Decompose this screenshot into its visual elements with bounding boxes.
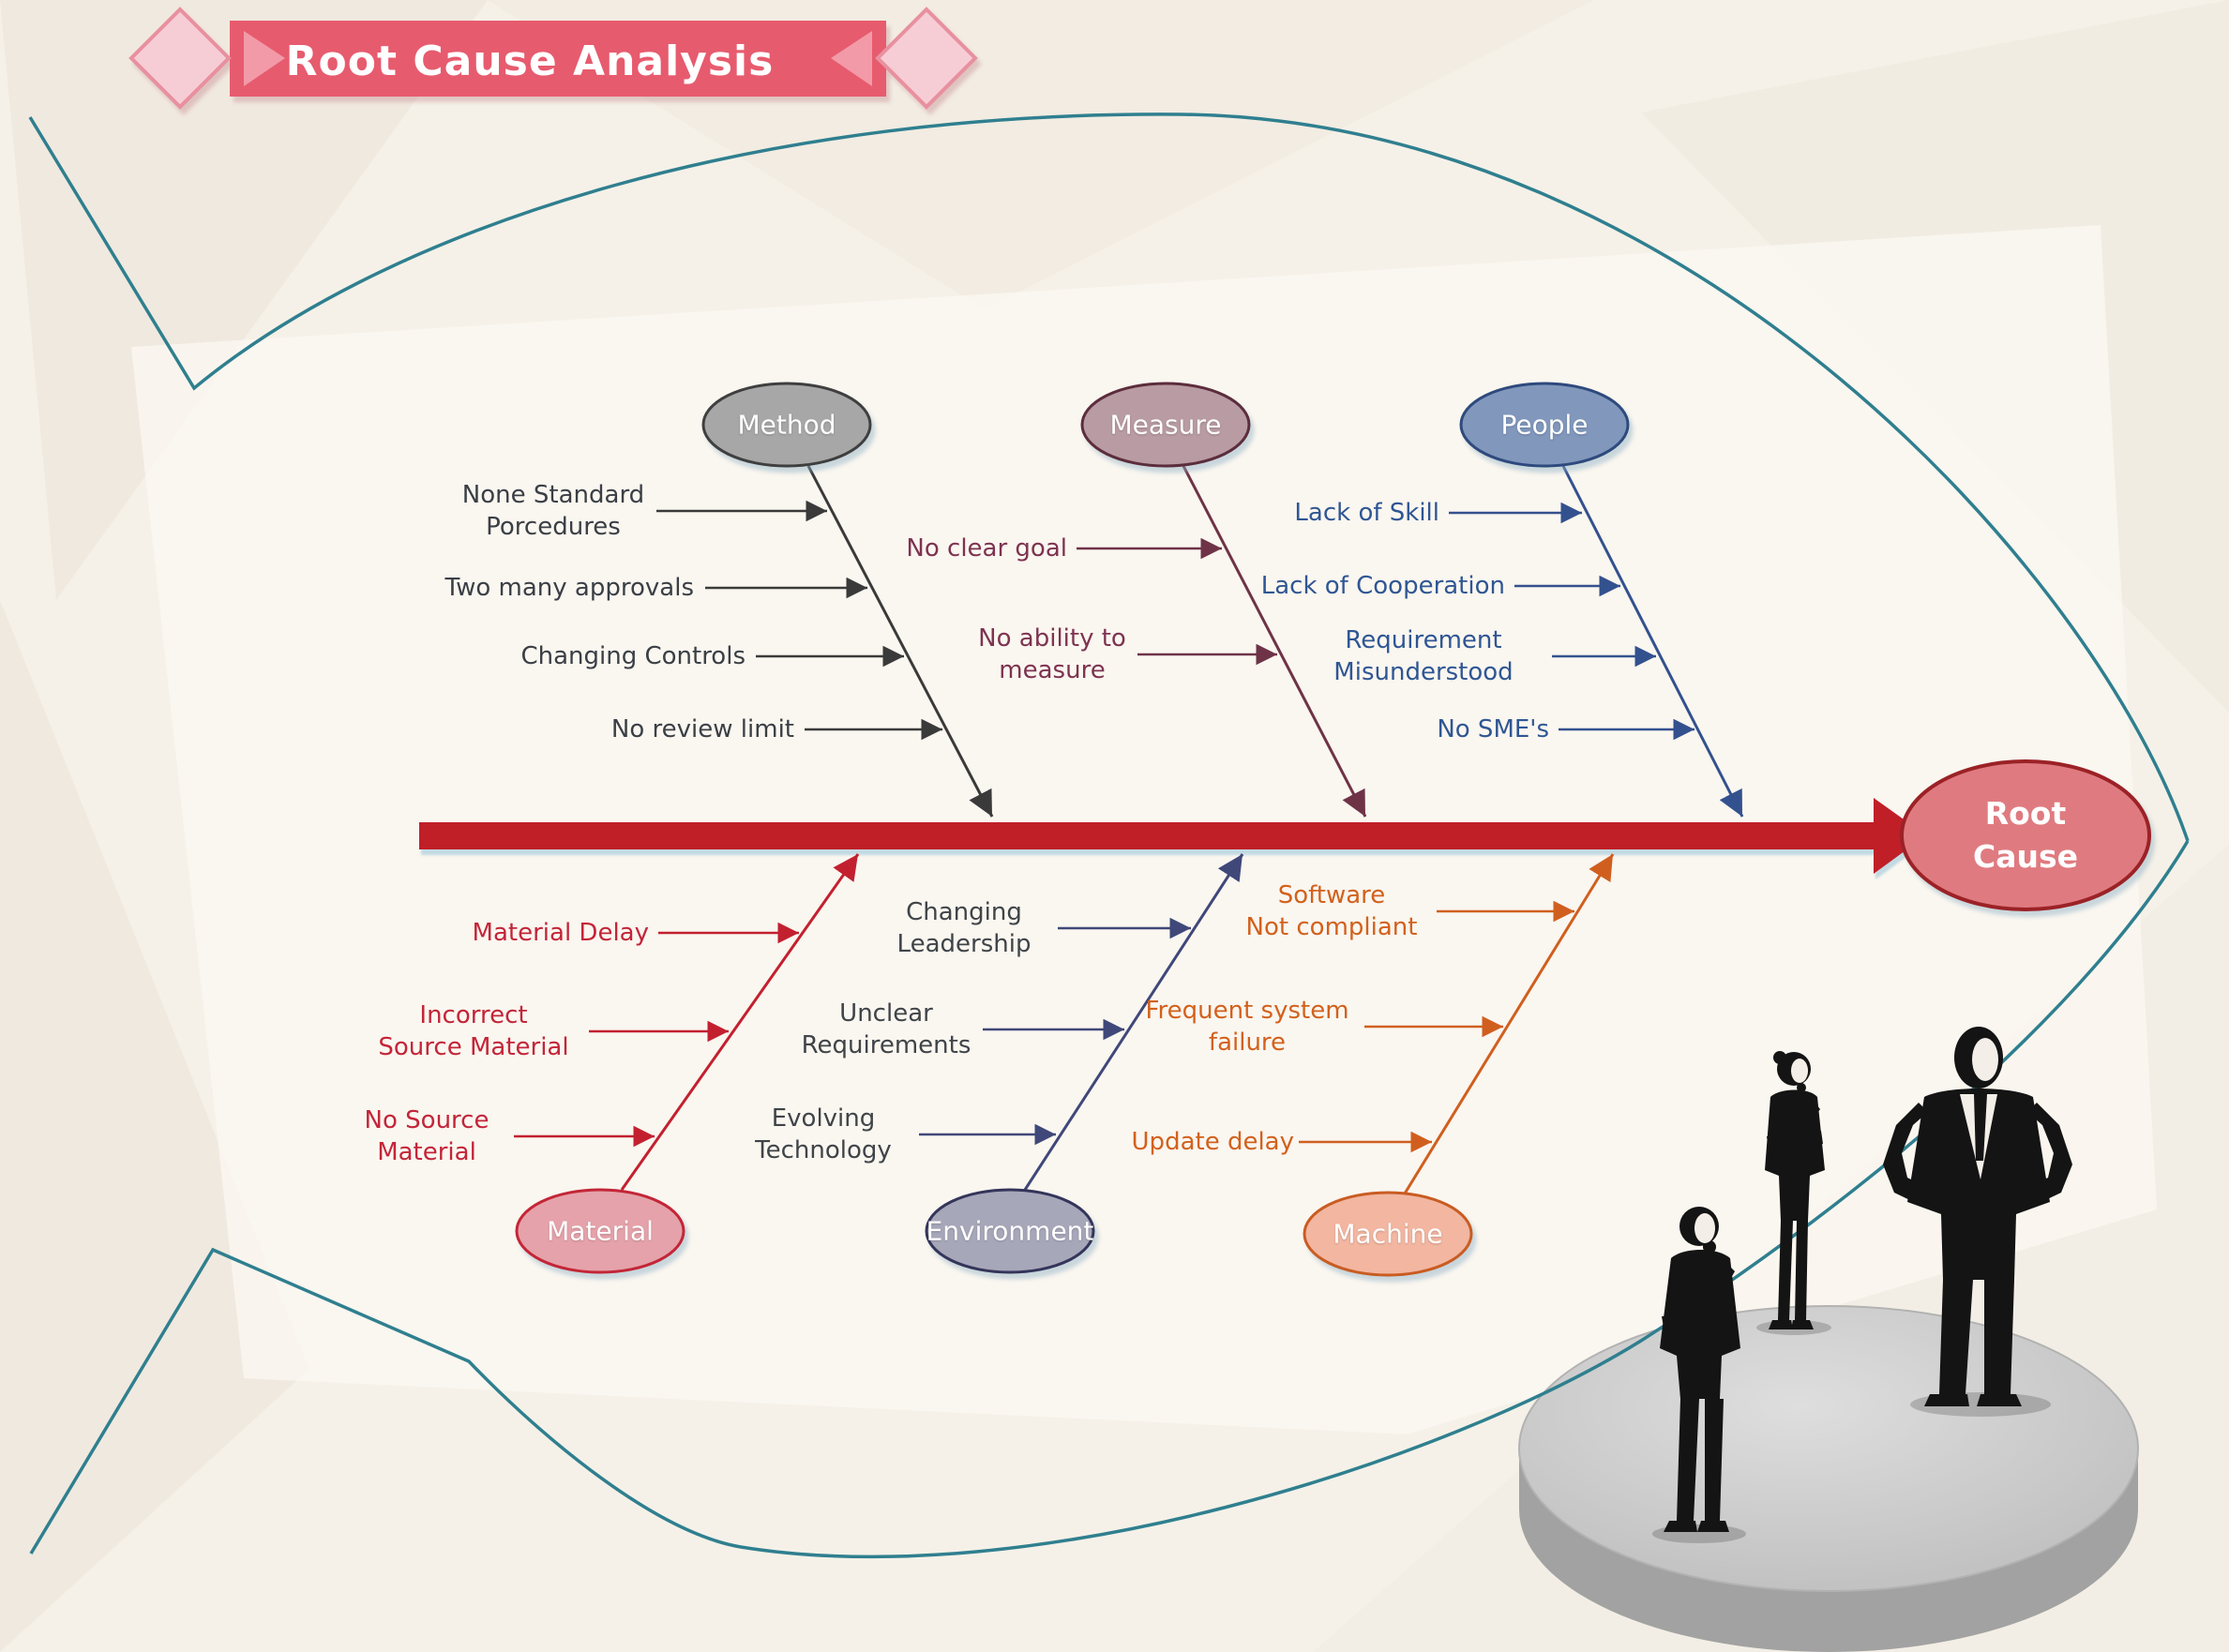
diamond-icon <box>128 7 232 110</box>
cause-label: No ability to measure <box>978 624 1126 684</box>
category-label-method: Method <box>737 409 836 441</box>
effect-ellipse-root-cause <box>1900 759 2151 911</box>
cause-label: No clear goal <box>906 534 1067 563</box>
title-banner <box>128 7 978 110</box>
category-ellipse-people <box>1459 382 1630 468</box>
banner-fold-left <box>244 31 285 86</box>
spine-arrow <box>419 798 1926 874</box>
cause-label: Changing Controls <box>520 642 746 670</box>
cause-label: Two many approvals <box>444 574 694 602</box>
cause-label: Software Not compliant <box>1245 881 1418 941</box>
cause-label: No SME's <box>1437 715 1549 743</box>
page-title: Root Cause Analysis <box>285 38 775 85</box>
banner-ribbon <box>230 21 886 97</box>
cause-label: None Standard Porcedures <box>461 481 645 541</box>
category-ellipse-machine <box>1303 1191 1473 1277</box>
effect-label-line: Cause <box>1972 838 2079 875</box>
branch-line-environment <box>1023 853 1244 1191</box>
branch-line-material <box>620 853 860 1191</box>
cause-label: Changing Leadership <box>896 898 1032 958</box>
business-people-illustration <box>1652 1027 2072 1543</box>
cause-label: Evolving Technology <box>755 1104 892 1164</box>
category-ellipse-environment <box>925 1188 1095 1274</box>
cause-label: Update delay <box>1131 1128 1294 1156</box>
spine <box>419 798 1926 874</box>
cause-label: No review limit <box>610 715 794 743</box>
cause-label: Lack of Skill <box>1294 499 1439 527</box>
cause-label: Incorrect Source Material <box>378 1001 569 1061</box>
category-ellipse-method <box>701 382 872 468</box>
category-label-material: Material <box>547 1215 654 1247</box>
cause-label: Lack of Cooperation <box>1260 572 1505 600</box>
figure-face <box>1972 1038 1998 1081</box>
cause-label: Requirement Misunderstood <box>1333 626 1514 686</box>
effect-label-root-cause: Root Cause <box>1973 792 2078 879</box>
branch-line-machine <box>1403 853 1615 1194</box>
category-ellipses <box>515 382 2151 1277</box>
cause-label: Unclear Requirements <box>801 999 971 1059</box>
category-ellipse-measure <box>1080 382 1251 468</box>
branch-line-method <box>806 465 994 818</box>
category-label-measure: Measure <box>1109 409 1222 441</box>
figure-face <box>1694 1213 1715 1243</box>
diamond-icon <box>875 7 978 110</box>
cause-arrows <box>514 500 1694 1153</box>
cause-label: Material Delay <box>472 919 649 947</box>
businessman-large-silhouette <box>1883 1027 2072 1406</box>
effect-label-line: Root <box>1984 795 2067 832</box>
category-label-environment: Environment <box>926 1215 1094 1247</box>
figure-face <box>1791 1059 1808 1083</box>
cause-label: No Source Material <box>364 1106 489 1166</box>
branch-line-people <box>1561 465 1744 818</box>
cause-label: Frequent system failure <box>1145 997 1349 1057</box>
fish-outline-top <box>28 113 2190 842</box>
category-ellipse-material <box>515 1188 685 1274</box>
branch-lines <box>620 465 1744 1194</box>
category-label-people: People <box>1500 409 1589 441</box>
figure-tie <box>1974 1094 1987 1161</box>
category-label-machine: Machine <box>1333 1218 1443 1250</box>
banner-fold-right <box>831 31 872 86</box>
platform <box>1518 1305 2139 1652</box>
branch-line-measure <box>1182 465 1367 818</box>
